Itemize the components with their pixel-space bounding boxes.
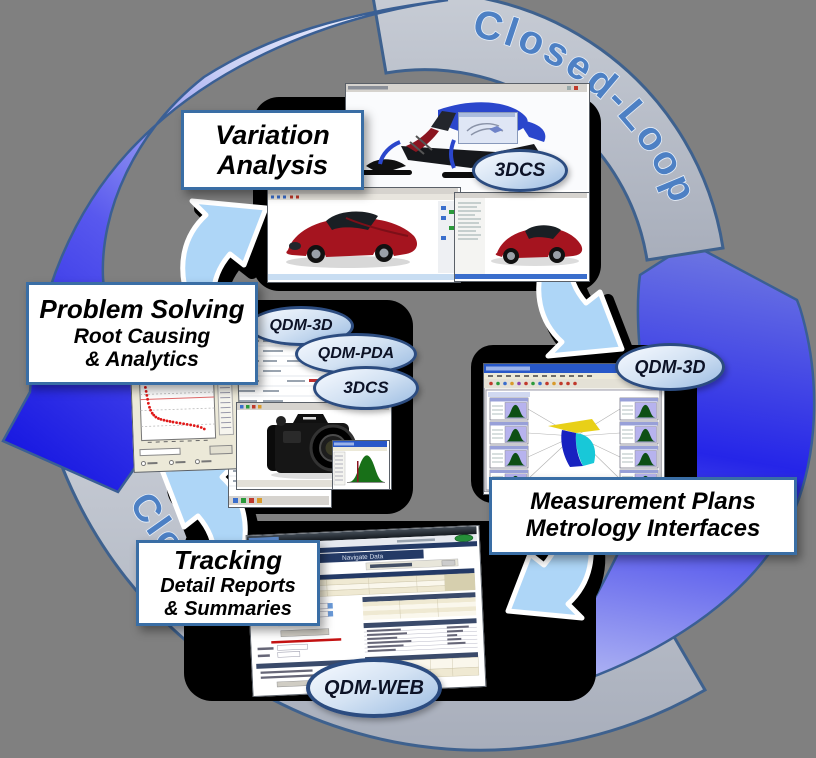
web-page-title: Navigate Data xyxy=(342,553,384,562)
badge-3dcs-mid: 3DCS xyxy=(313,366,419,410)
red-car-drawing xyxy=(286,211,418,268)
badge-qdmpda-mid-label: QDM-PDA xyxy=(317,345,395,362)
tracking-line3: & Summaries xyxy=(164,597,292,620)
histogram-window xyxy=(332,440,390,490)
problem-line2: Root Causing xyxy=(73,324,211,348)
measurement-line1: Measurement Plans xyxy=(530,488,756,516)
red-car-side-drawing xyxy=(491,225,583,266)
variation-line1: Variation xyxy=(215,119,330,150)
badge-3dcs-top-label: 3DCS xyxy=(494,159,546,181)
measurement-line2: Metrology Interfaces xyxy=(525,515,761,542)
tracking-label: Tracking Detail Reports & Summaries xyxy=(136,540,320,626)
car-cad-window-1 xyxy=(267,187,461,283)
variation-line2: Analysis xyxy=(216,150,329,180)
problem-line1: Problem Solving xyxy=(39,294,245,325)
pareto-chart-window xyxy=(130,369,242,473)
pareto-points xyxy=(143,382,206,431)
problem-line3: & Analytics xyxy=(85,348,199,372)
badge-qdmweb-bottom-label: QDM-WEB xyxy=(324,676,424,699)
cad-overlay-window xyxy=(458,112,518,144)
car-cad-window-2 xyxy=(454,192,590,282)
leader-lines xyxy=(527,408,621,480)
badge-qdm3d-right: QDM-3D xyxy=(615,343,725,391)
badge-3dcs-top: 3DCS xyxy=(472,149,568,192)
qdm3d-measurement-window xyxy=(483,363,665,495)
badge-qdm3d-right-label: QDM-3D xyxy=(634,356,706,377)
measurement-plans-label: Measurement Plans Metrology Interfaces xyxy=(489,477,797,555)
badge-qdmweb-bottom: QDM-WEB xyxy=(306,658,442,718)
badge-3dcs-mid-label: 3DCS xyxy=(343,378,389,397)
problem-solving-label: Problem Solving Root Causing & Analytics xyxy=(26,282,258,385)
variation-analysis-label: Variation Analysis xyxy=(181,110,364,190)
badge-qdm3d-mid-label: QDM-3D xyxy=(269,317,333,334)
deviation-surface xyxy=(548,419,600,467)
tracking-line2: Detail Reports xyxy=(160,575,296,598)
tracking-line1: Tracking xyxy=(174,545,282,576)
